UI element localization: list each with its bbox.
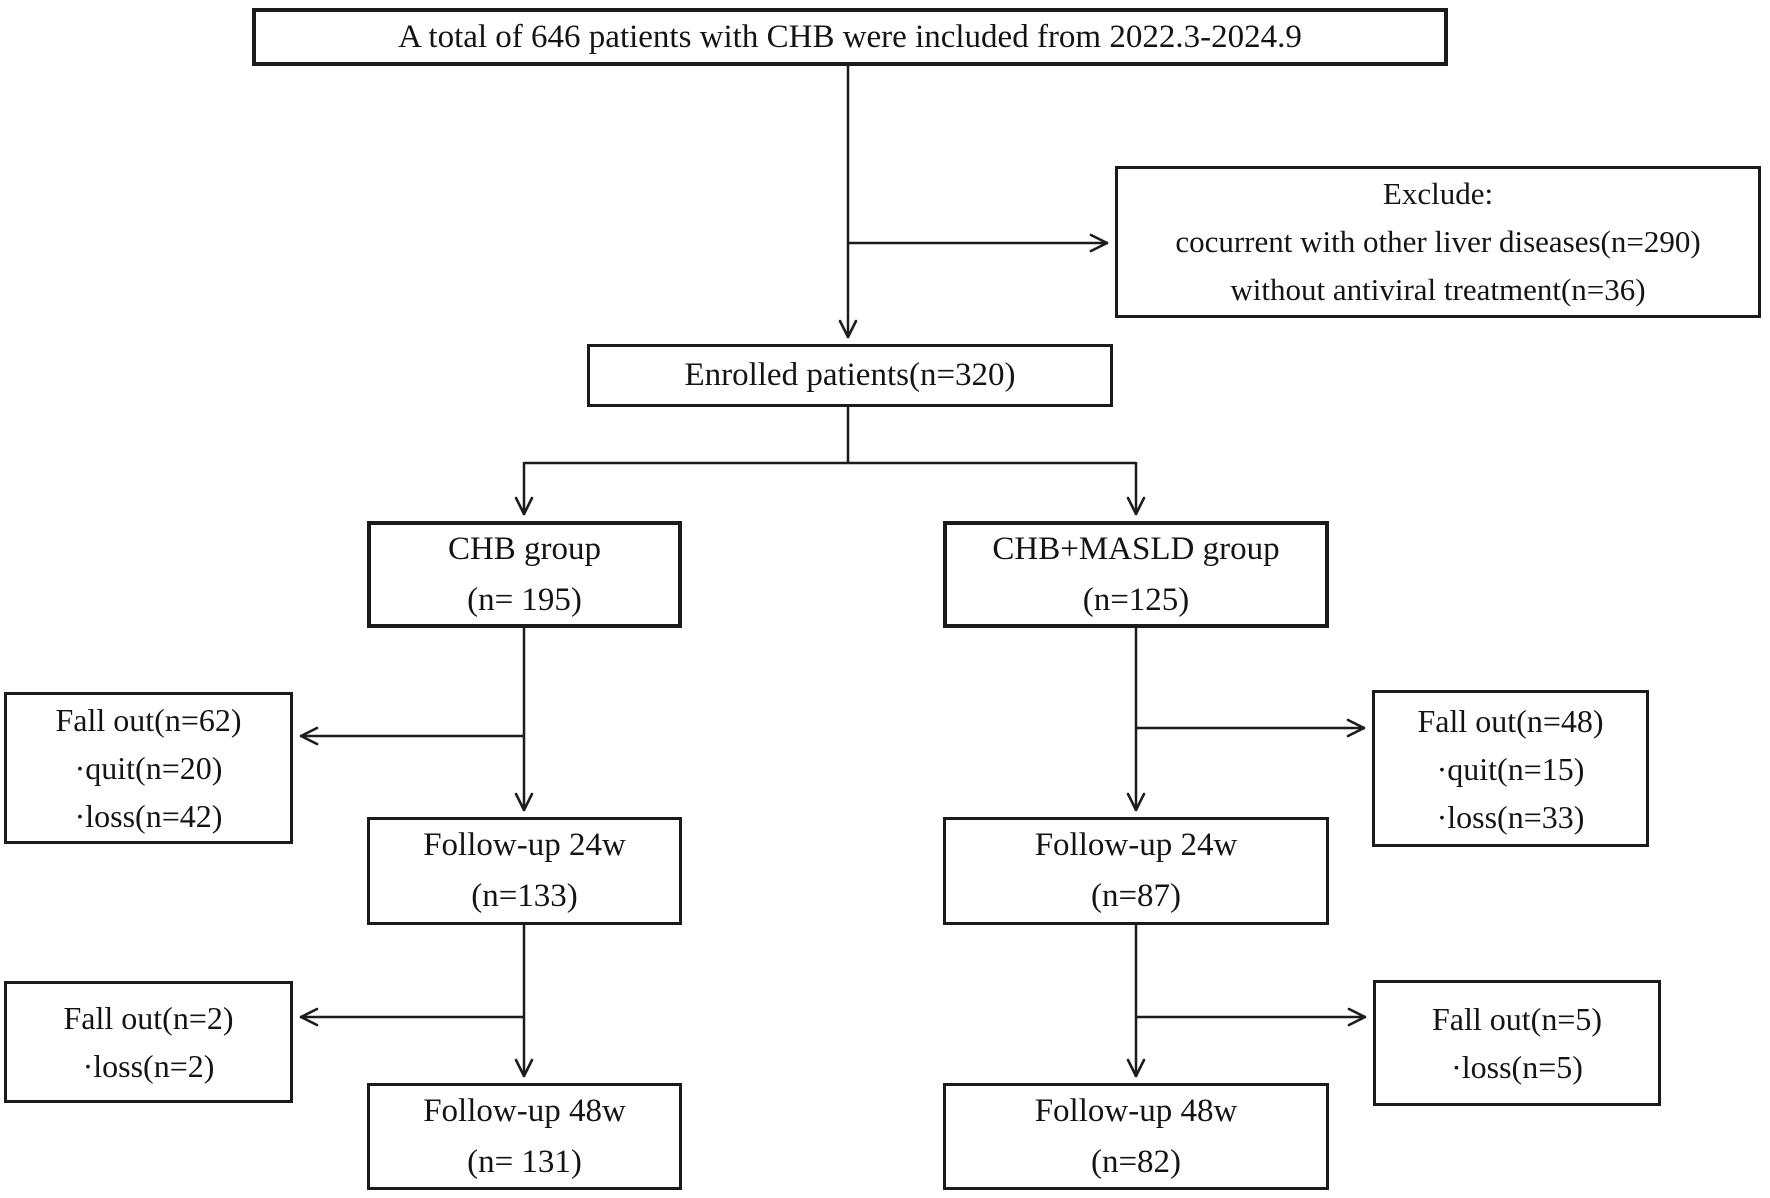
followup24-masld-count: (n=87) (1090, 878, 1182, 914)
box-exclusion-criteria: Exclude: cocurrent with other liver dise… (1115, 166, 1761, 318)
box-fallout-chb-24w: Fall out(n=62) ·quit(n=20) ·loss(n=42) (4, 692, 293, 844)
chb-masld-group-label: CHB+MASLD group (992, 530, 1280, 567)
box-followup48-chb: Follow-up 48w (n= 131) (367, 1083, 682, 1190)
chb-group-count: (n= 195) (467, 581, 582, 618)
followup48-masld-count: (n=82) (1090, 1143, 1182, 1180)
exclude-heading: Exclude: (1382, 176, 1494, 211)
enrolled-patients-text: Enrolled patients(n=320) (684, 357, 1016, 393)
fallout-masld-48w-loss: ·loss(n=5) (1451, 1049, 1583, 1085)
chb-masld-group-count: (n=125) (1082, 581, 1190, 618)
box-followup24-masld: Follow-up 24w (n=87) (943, 817, 1329, 925)
box-chb-group: CHB group (n= 195) (367, 521, 682, 628)
followup48-chb-label: Follow-up 48w (423, 1092, 626, 1129)
fallout-masld-24w-total: Fall out(n=48) (1417, 702, 1604, 739)
fallout-chb-24w-loss: ·loss(n=42) (74, 798, 223, 834)
box-enrolled-patients: Enrolled patients(n=320) (587, 344, 1113, 407)
exclude-no-antiviral: without antiviral treatment(n=36) (1230, 272, 1646, 307)
fallout-chb-24w-quit: ·quit(n=20) (74, 750, 223, 786)
followup24-masld-label: Follow-up 24w (1034, 827, 1238, 863)
box-fallout-masld-24w: Fall out(n=48) ·quit(n=15) ·loss(n=33) (1372, 690, 1649, 847)
followup48-chb-count: (n= 131) (467, 1143, 582, 1180)
fallout-masld-24w-quit: ·quit(n=15) (1436, 750, 1585, 787)
total-patients-text: A total of 646 patients with CHB were in… (398, 18, 1302, 55)
box-fallout-masld-48w: Fall out(n=5) ·loss(n=5) (1373, 980, 1661, 1106)
followup24-chb-count: (n=133) (471, 878, 578, 914)
fallout-masld-48w-total: Fall out(n=5) (1431, 1001, 1603, 1037)
box-total-patients: A total of 646 patients with CHB were in… (252, 8, 1448, 66)
box-followup48-masld: Follow-up 48w (n=82) (943, 1083, 1329, 1190)
chb-group-label: CHB group (447, 530, 602, 567)
box-fallout-chb-48w: Fall out(n=2) ·loss(n=2) (4, 981, 293, 1103)
fallout-masld-24w-loss: ·loss(n=33) (1436, 798, 1585, 835)
fallout-chb-48w-total: Fall out(n=2) (63, 1000, 234, 1036)
followup48-masld-label: Follow-up 48w (1034, 1092, 1238, 1129)
box-followup24-chb: Follow-up 24w (n=133) (367, 817, 682, 925)
followup24-chb-label: Follow-up 24w (423, 827, 626, 863)
fallout-chb-24w-total: Fall out(n=62) (55, 702, 242, 738)
exclude-liver-diseases: cocurrent with other liver diseases(n=29… (1175, 224, 1701, 259)
box-chb-masld-group: CHB+MASLD group (n=125) (943, 521, 1329, 628)
fallout-chb-48w-loss: ·loss(n=2) (82, 1048, 215, 1084)
